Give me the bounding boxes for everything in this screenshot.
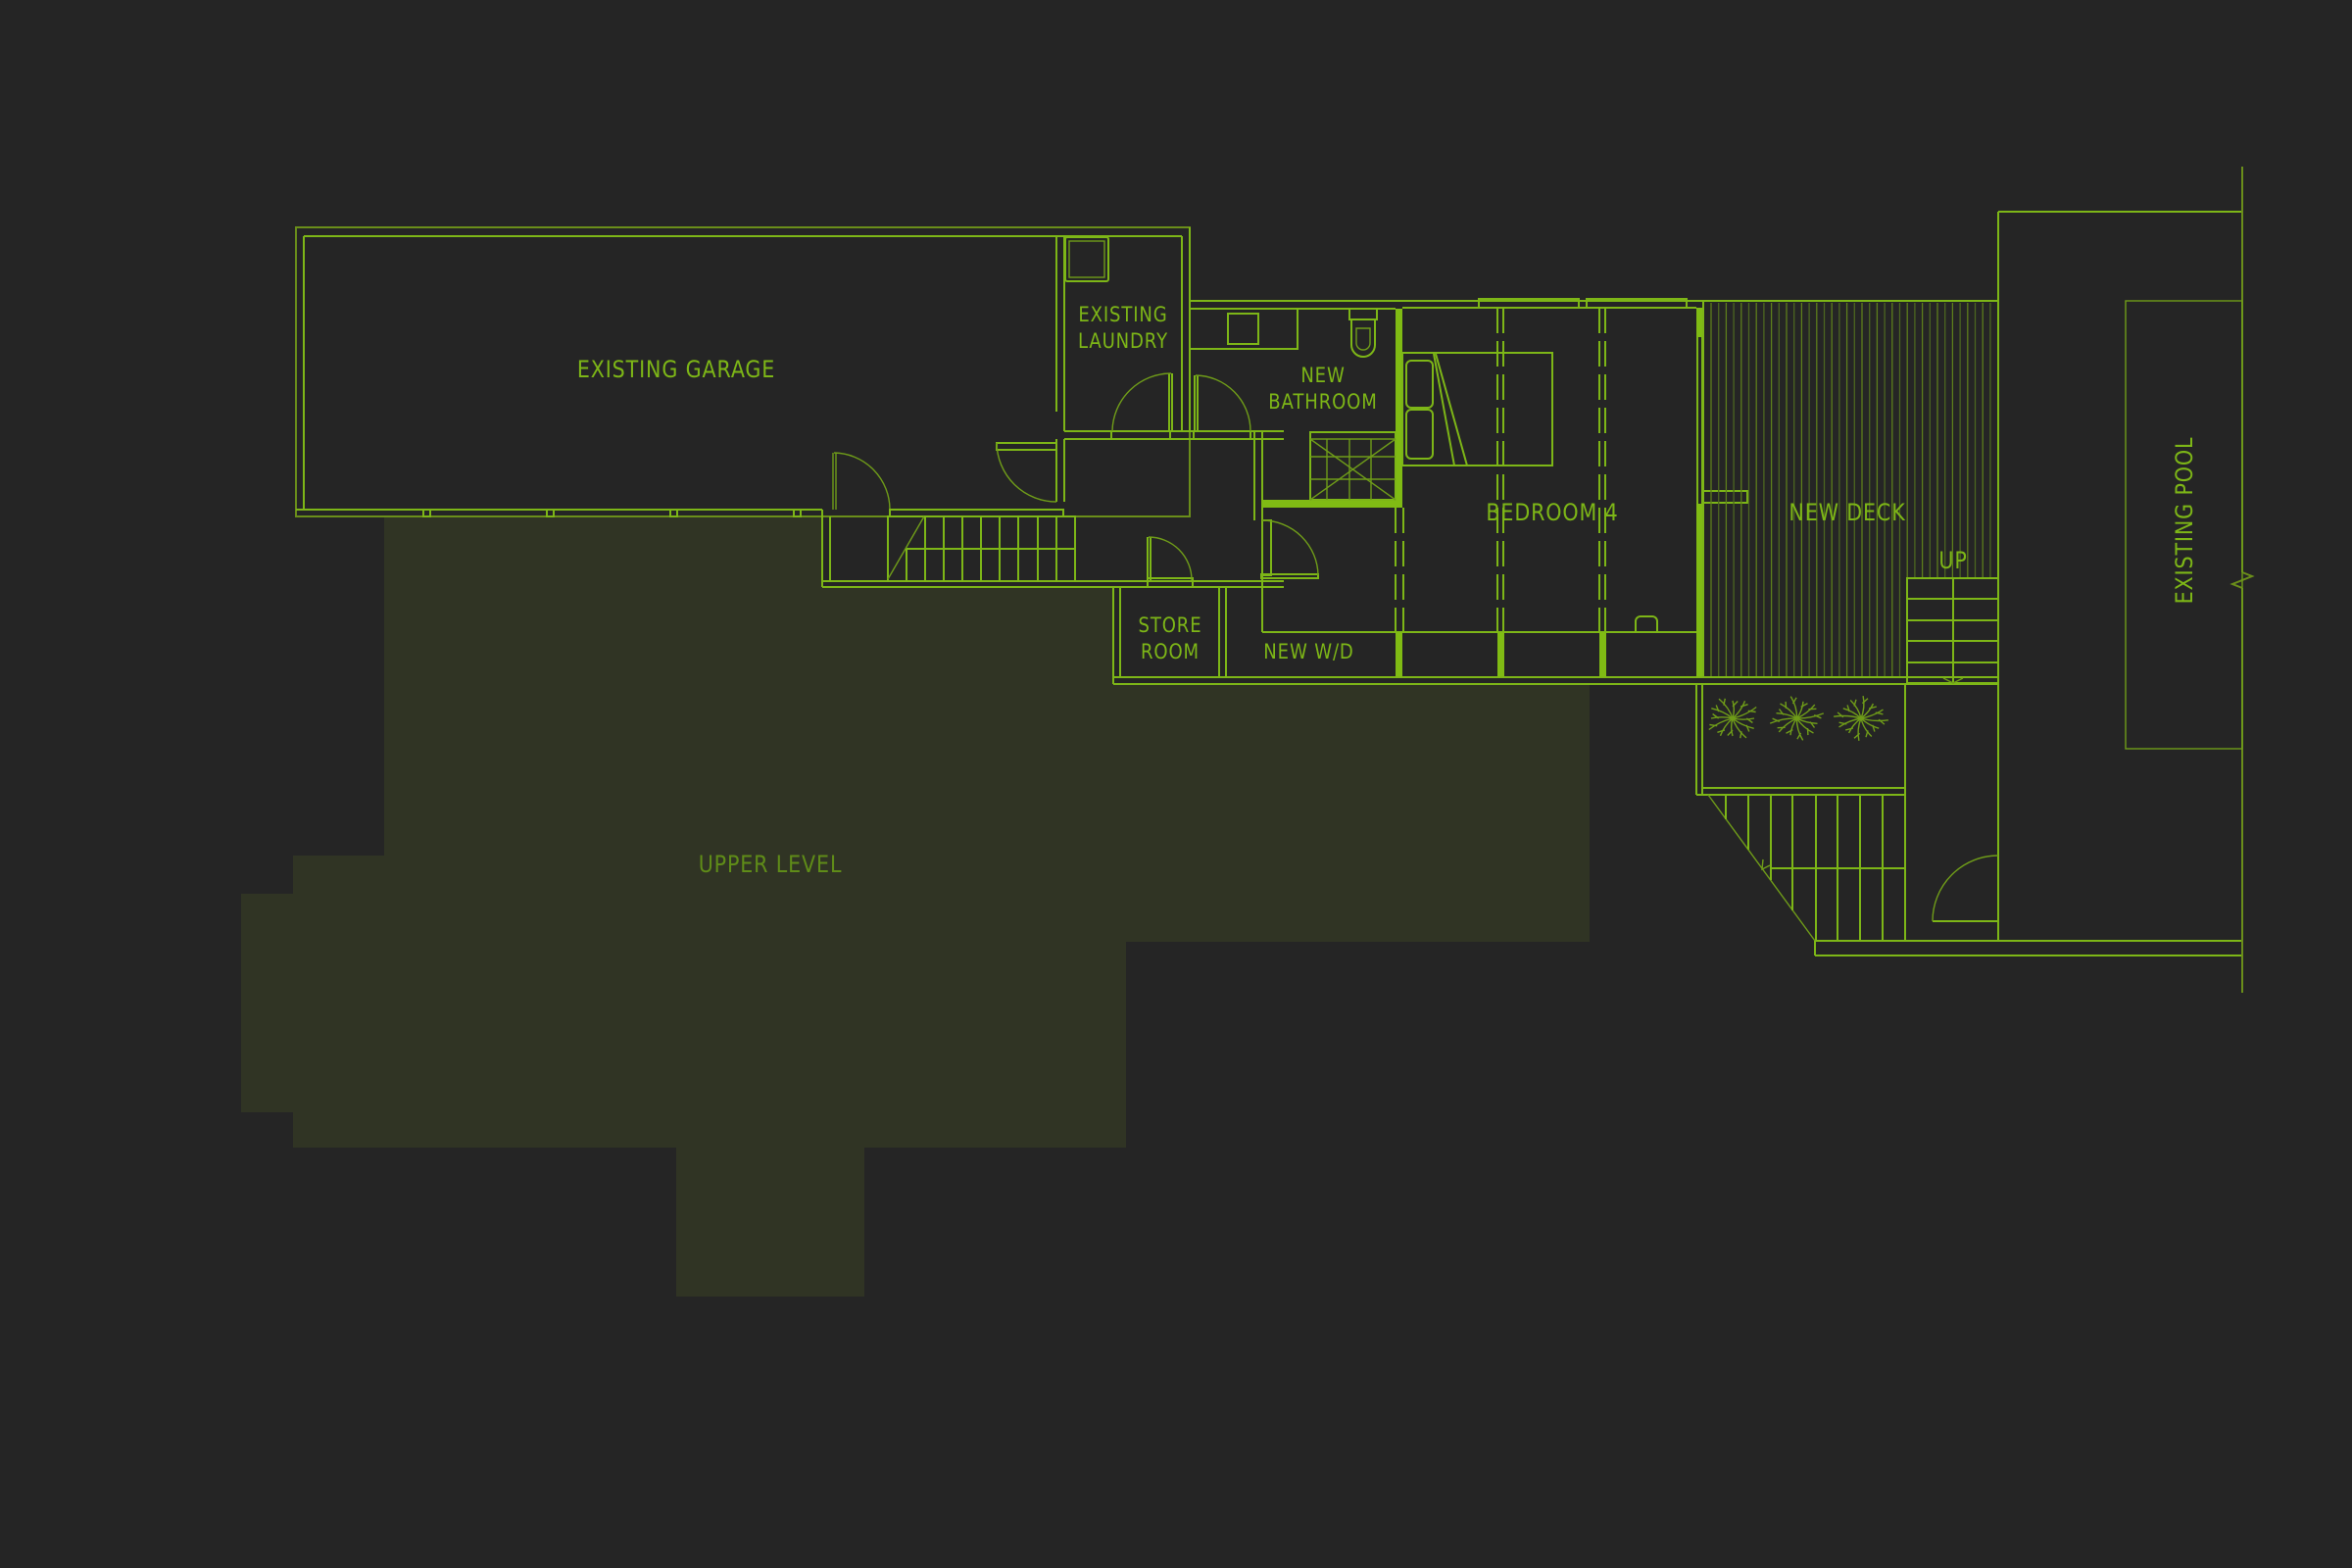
label-new-bathroom: NEW BATHROOM [1268,364,1378,414]
deck [1702,300,1999,684]
tree-icon [1834,695,1888,742]
label-up: UP [1938,547,1968,574]
laundry [1064,227,1284,440]
bathroom [1189,300,1703,579]
label-upper-level: UPPER LEVEL [698,851,843,878]
store-and-wd [1112,575,1998,685]
label-existing-pool: EXISTING POOL [2171,436,2198,605]
tree-icons [1708,695,1888,742]
hall [821,439,1284,588]
label-bedroom-4: BEDROOM 4 [1486,499,1619,526]
exterior-stairs [1707,794,2242,956]
pool-area [1932,167,2255,993]
planter [1695,683,1906,941]
bedroom [1395,298,1748,677]
label-store-room: STORE ROOM [1138,613,1202,663]
deck-boards [1710,303,1991,676]
label-new-wd: NEW W/D [1263,640,1354,663]
tree-icon [1708,698,1757,739]
label-existing-laundry: EXISTING LAUNDRY [1078,303,1168,353]
label-new-deck: NEW DECK [1788,499,1906,526]
upper-level-footprint [241,517,1590,1297]
tree-icon [1769,696,1825,741]
label-existing-garage: EXISTING GARAGE [576,356,776,383]
